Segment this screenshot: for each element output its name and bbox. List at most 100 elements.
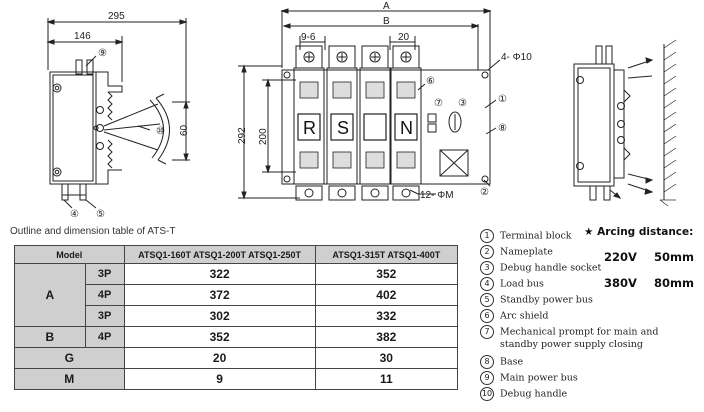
- number-badge-icon: 8: [480, 355, 494, 369]
- dimension-table: Model ATSQ1-160T ATSQ1-200T ATSQ1-250T A…: [14, 245, 459, 390]
- legend-item: 5 Standby power bus: [480, 293, 593, 307]
- dim-200: 200: [258, 128, 269, 145]
- window-letter-n: N: [400, 118, 413, 138]
- label-4-side: ④: [70, 209, 79, 220]
- number-badge-icon: 10: [480, 387, 494, 401]
- legend-item: 7 Mechanical prompt for main and: [480, 325, 658, 339]
- value-cell: 382: [314, 326, 459, 348]
- model-b: B: [14, 326, 86, 348]
- number-badge-icon: 1: [480, 229, 494, 243]
- outline-drawing: 295 146 ⑨ ⑩ 60 ④ ⑤ A B 9-6 20 4- Φ10 292…: [46, 1, 677, 220]
- legend-text: Debug handle: [500, 388, 568, 400]
- pole-count: 4P: [84, 326, 125, 348]
- table-caption: Outline and dimension table of ATS-T: [10, 226, 176, 237]
- legend-text: Mechanical prompt for main and: [500, 326, 659, 338]
- value-cell: 372: [123, 284, 316, 306]
- value-cell: 322: [123, 263, 316, 285]
- value-cell: 11: [314, 368, 459, 390]
- number-badge-icon: 6: [480, 309, 494, 323]
- pole-count: 3P: [84, 305, 125, 327]
- label-5-side: ⑤: [96, 209, 105, 220]
- table-header-row: Model ATSQ1-160T ATSQ1-200T ATSQ1-250T A…: [14, 245, 459, 264]
- legend-item: 9 Main power bus: [480, 371, 578, 385]
- pole-count: 4P: [84, 284, 125, 306]
- arcing-distance: 50mm: [654, 250, 694, 264]
- label-10-side: ⑩: [156, 126, 165, 137]
- value-cell: 352: [123, 326, 316, 348]
- table-row: B 4P 352 382: [14, 326, 459, 348]
- header-col2: ATSQ1-315T ATSQ1-400T: [314, 245, 459, 264]
- arcing-distance: 80mm: [654, 276, 694, 290]
- pole-count: 3P: [84, 263, 125, 285]
- star-icon: ★: [584, 226, 594, 238]
- legend-item: 8 Base: [480, 355, 523, 369]
- legend-item: 3 Debug handle socket: [480, 261, 601, 275]
- pole-2: [326, 45, 358, 201]
- arcing-title: ★ Arcing distance:: [584, 226, 693, 238]
- value-cell: 30: [314, 347, 459, 369]
- dim-146: 146: [74, 31, 91, 42]
- legend-text: Terminal block: [500, 230, 572, 242]
- value-cell: 9: [123, 368, 316, 390]
- number-badge-icon: 5: [480, 293, 494, 307]
- model-m: M: [14, 368, 125, 390]
- window-letter-s: S: [337, 118, 349, 138]
- number-badge-icon: 2: [480, 245, 494, 259]
- legend-item-continuation: standby power supply closing: [480, 339, 643, 350]
- value-cell: 20: [123, 347, 316, 369]
- window-letter-r: R: [303, 118, 316, 138]
- number-badge-icon: 3: [480, 261, 494, 275]
- number-badge-icon: 9: [480, 371, 494, 385]
- number-badge-icon: 7: [480, 325, 494, 339]
- model-g: G: [14, 347, 125, 369]
- header-col1: ATSQ1-160T ATSQ1-200T ATSQ1-250T: [123, 245, 316, 264]
- value-cell: 332: [314, 305, 459, 327]
- arcing-row: 220V 50mm: [604, 250, 694, 264]
- table-row: 3P 302 332: [15, 305, 459, 327]
- model-a: A: [14, 263, 86, 327]
- legend-item: 10 Debug handle: [480, 387, 567, 401]
- arcing-voltage: 220V: [604, 250, 637, 264]
- table-row: A 3P 322 352: [14, 263, 459, 327]
- dim-9-6: 9-6: [301, 32, 316, 43]
- arcing-row: 380V 80mm: [604, 276, 694, 290]
- dim-295: 295: [108, 11, 125, 22]
- legend-item: 4 Load bus: [480, 277, 544, 291]
- value-cell: 402: [314, 284, 459, 306]
- label-2-front: ②: [480, 187, 489, 198]
- legend-text: Nameplate: [500, 246, 553, 258]
- header-model: Model: [14, 245, 125, 264]
- dim-292: 292: [237, 127, 248, 144]
- arcing-voltage: 380V: [604, 276, 637, 290]
- pole-3: [359, 45, 391, 201]
- legend-text: Load bus: [500, 278, 544, 290]
- dim-12-phim: 12- ΦM: [420, 190, 454, 201]
- arcing-title-text: Arcing distance:: [597, 226, 694, 238]
- legend-text: Base: [500, 356, 524, 368]
- label-7-front: ⑦: [434, 98, 443, 109]
- legend-item: 1 Terminal block: [480, 229, 572, 243]
- dim-60: 60: [179, 124, 190, 136]
- legend-text: Debug handle socket: [500, 262, 602, 274]
- label-6-front: ⑥: [426, 76, 435, 87]
- legend-item: 2 Nameplate: [480, 245, 553, 259]
- legend-item: 6 Arc shield: [480, 309, 549, 323]
- side-view: [46, 18, 190, 209]
- pole-1: [293, 45, 325, 201]
- dim-B: B: [383, 16, 390, 27]
- dim-hole: 4- Φ10: [501, 52, 532, 63]
- legend-text: Standby power bus: [500, 294, 593, 306]
- label-1-front: ①: [498, 94, 507, 105]
- value-cell: 352: [314, 263, 459, 285]
- legend-text: Arc shield: [500, 310, 549, 322]
- mounting-view: [573, 39, 677, 207]
- table-row: G 20 30: [14, 347, 459, 369]
- pole-4: [390, 45, 422, 201]
- label-9-side: ⑨: [98, 48, 107, 59]
- dim-A: A: [383, 1, 390, 12]
- number-badge-icon: 4: [480, 277, 494, 291]
- table-row: M 9 11: [14, 368, 459, 390]
- front-view: [238, 8, 501, 201]
- legend-text: Main power bus: [500, 372, 578, 384]
- label-8-front: ⑧: [498, 123, 507, 134]
